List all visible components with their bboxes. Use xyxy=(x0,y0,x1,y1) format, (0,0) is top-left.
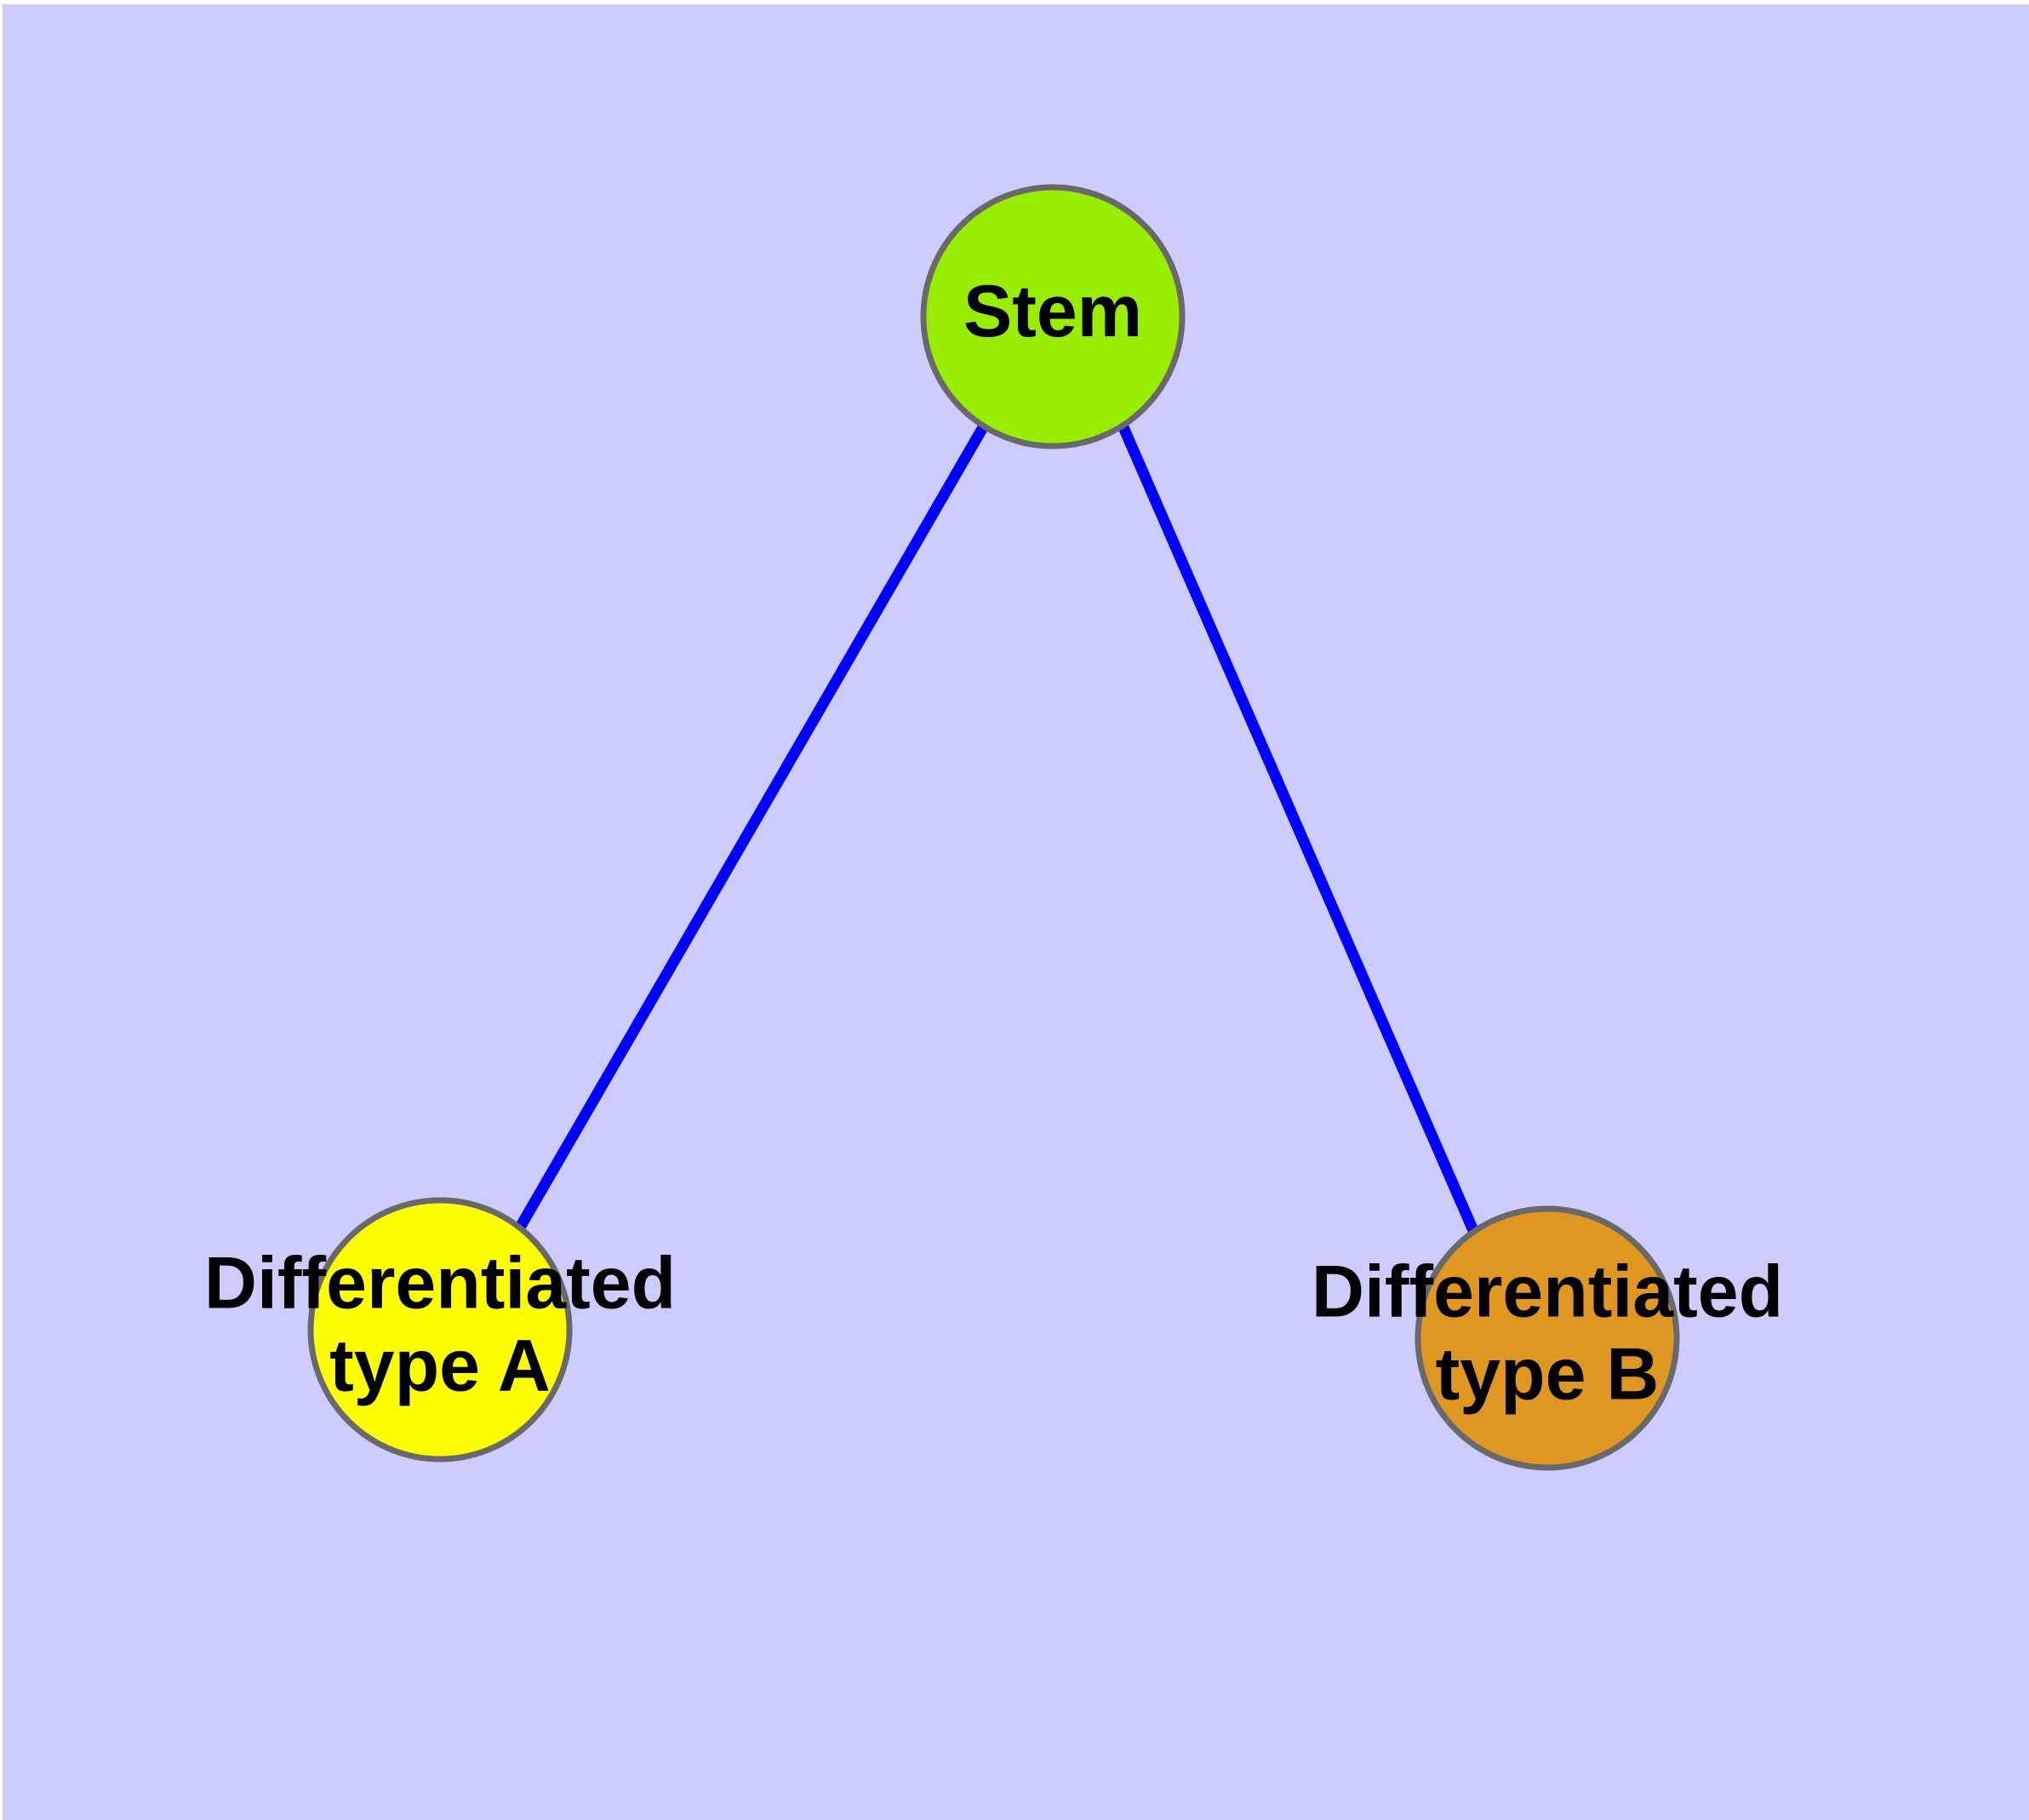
node-label-line: Stem xyxy=(963,271,1142,352)
node-label-line: type B xyxy=(1436,1333,1660,1415)
edges-group xyxy=(516,424,1480,1237)
node-stem-circle[interactable] xyxy=(920,184,1186,449)
node-diff-b-circle[interactable] xyxy=(1415,1205,1680,1471)
edge-stem-to-diff-a xyxy=(516,424,988,1229)
node-label-line: Differentiated xyxy=(1312,1251,1783,1332)
nodes-group xyxy=(307,184,1680,1471)
node-stem-label: Stem xyxy=(963,271,1142,352)
node-label-line: type A xyxy=(329,1325,551,1406)
edge-stem-to-diff-b xyxy=(1118,425,1480,1237)
node-label-line: Differentiated xyxy=(204,1242,676,1324)
node-diff-a-circle[interactable] xyxy=(307,1197,573,1462)
